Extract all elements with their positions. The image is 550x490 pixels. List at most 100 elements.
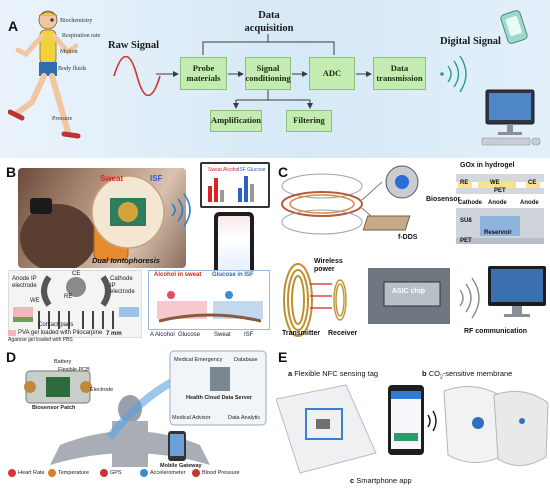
glucose-in-isf-label: Glucose in ISF [212,272,254,278]
re-label: RE [64,294,73,300]
runner-illustration [8,10,81,139]
panel-d-illustration [8,350,267,477]
caption-b-rest: -sensitive membrane [442,369,513,378]
panel-e-letter: E [278,349,288,365]
wireless-icon [171,193,191,227]
data-acquisition-label: Data acquisition [244,10,294,34]
biosensor-patch-label: Biosensor Patch [32,405,76,411]
anode-label-1: Anode [488,200,507,206]
legend-glucose: Glucose [178,332,201,338]
electrode-schematic [8,270,142,338]
flexible-pcb-label: Flexible PCB [58,367,90,373]
raw-signal-wave [113,56,161,96]
gox-label: GOx in hydrogel [460,162,515,169]
anode-ip-label: Anode IP electrode [12,276,37,289]
su8-label: SU8 [460,218,472,224]
contact-pads-label: Contact pads [38,322,74,328]
sweat-isf-schematic [148,270,270,330]
re-label-c: RE [460,180,469,186]
caption-b-sub: 2 [439,374,443,381]
receiver-label: Receiver [328,330,358,337]
medical-emergency-label: Medical Emergency [174,357,223,363]
cathode-ip-label: Cathode IP electrode [110,276,135,296]
medical-advisor-label: Medical Advisor [172,415,211,421]
raw-signal-label: Raw Signal [108,40,160,51]
probe-materials-box: Probe materials [180,57,227,90]
pva-swatch [8,330,16,336]
label-respiration-rate: Respiration rate [62,33,101,39]
asic-chip-label: ASIC chip [392,288,426,295]
panel-a-letter: A [8,18,19,34]
flow-arrows [156,34,467,109]
legend-isf: ISF [244,332,254,338]
dual-iontophoresis-label: Dual Iontophoresis [92,256,160,265]
label-biochemistry: Biochemistry [60,18,93,24]
database-label: Database [234,357,258,363]
filtering-box: Filtering [286,110,332,132]
arm-device-photo [18,168,186,268]
label-motion: Motion [60,49,78,55]
we-label: WE [30,298,40,304]
desktop-computer-icon [481,89,541,146]
isf-glucose-title: ISF Glucose [238,167,266,173]
caption-c: c Smartphone app [350,476,412,485]
label-body-fluids: Body fluids [58,66,87,72]
panel-e-illustration [276,384,549,474]
scale-label: 7 mm [106,331,122,337]
caption-b: b CO2-sensitive membrane [422,369,512,381]
panel-b-letter: B [6,164,17,180]
pva-gel-label: PVA gel loaded with Pilocarpine [18,330,103,336]
caption-a-letter: a [288,369,293,378]
digital-signal-label: Digital Signal [440,36,501,47]
transmitter-label: Transmitter [282,330,321,337]
electrode-label: Electrode [90,387,114,393]
panel-a: A Biochemistry Respiration rate Motion B… [0,0,550,158]
label-pressure: Pressure [52,116,73,122]
pet-label-c2: PET [460,238,472,244]
data-transmission-box: Data transmission [373,57,426,90]
wireless-power-label: Wireless power [314,258,343,273]
caption-a: a Flexible NFC sensing tag [288,369,378,378]
monitor-graphs: Sweat Alcohol ISF Glucose [200,162,270,208]
alcohol-in-sweat-label: Alcohol in sweat [154,272,202,278]
health-cloud-label: Health Cloud Data Server [186,395,253,401]
anode-label-2: Anode [520,200,539,206]
caption-c-letter: c [350,476,355,485]
we-label-c: WE [490,180,500,186]
ce-label-c: CE [528,180,537,186]
mobile-gateway-label: Mobile Gateway [160,463,202,469]
amplification-box: Amplification [210,110,262,132]
f-dds-label: f-DDS [398,234,418,241]
caption-c-text: Smartphone app [356,476,412,485]
ce-label: CE [72,271,81,277]
panel-c-letter: C [278,164,289,180]
legend-alcohol: A Alcohol [150,332,175,338]
caption-a-text: Flexible NFC sensing tag [294,369,379,378]
cathode-label: Cathode [458,200,482,206]
wearable-device-icon [500,10,528,44]
biosensor-label: Biosensor [426,196,461,203]
phone-readout [214,212,254,278]
agarose-gel-label: Agarose gel loaded with PBS [8,337,73,343]
panel-b: B Sweat ISF Dual Iontophoresis Sweat Alc… [0,160,274,343]
panel-d: D Battery Flexible PCB Biosensor Patch E… [0,345,270,490]
panel-c: C [276,160,550,340]
pet-label-c: PET [494,188,506,194]
sensor-temperature: Temperature [58,470,89,476]
battery-label: Battery [54,359,72,365]
sensor-blood-pressure: Blood Pressure [202,470,240,476]
sweat-alcohol-title: Sweat Alcohol [208,167,239,173]
adc-box: ADC [309,57,355,90]
isf-label: ISF [150,174,163,183]
legend-sweat: Sweat [214,332,231,338]
sensor-heart-rate: Heart Rate [18,470,45,476]
data-analytic-label: Data Analytic [228,415,261,421]
caption-b-text: CO [428,369,440,378]
panel-d-letter: D [6,349,17,365]
panel-e: E a Flexible NFC sensing tag b CO2-sensi… [276,345,550,490]
panel-c-illustration [281,165,546,337]
rf-communication-label: RF communication [464,328,528,335]
sensor-gps: GPS [110,470,122,476]
sensor-accelerometer: Accelerometer [150,470,186,476]
signal-conditioning-box: Signal conditioning [245,57,291,90]
